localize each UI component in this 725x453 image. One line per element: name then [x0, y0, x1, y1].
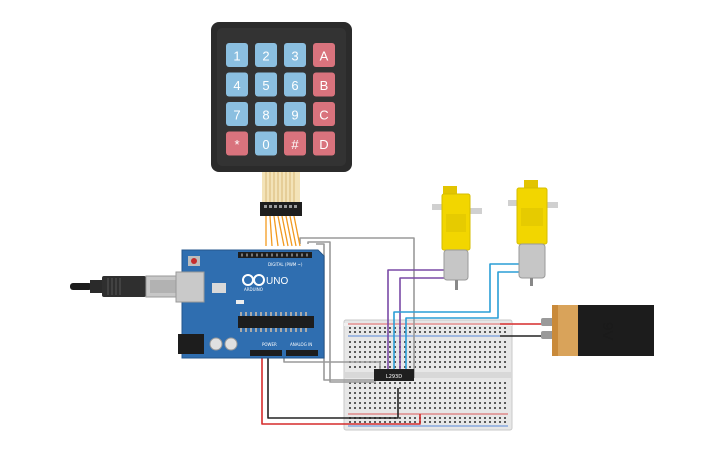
- wire-black-gnd: [267, 356, 399, 419]
- battery-label: 9V: [599, 322, 616, 340]
- atmega-chip: [238, 316, 314, 328]
- arduino-uno-board[interactable]: DIGITAL (PWM ~) UNO ARDUINO: [175, 249, 325, 359]
- uno-logo-text: UNO: [266, 276, 288, 287]
- keypad-key-label: C: [319, 108, 328, 123]
- wire-gray-4: [283, 358, 381, 370]
- keypad-key-0[interactable]: 0: [255, 131, 277, 156]
- keypad-key-6[interactable]: 6: [284, 72, 306, 97]
- keypad-key-8[interactable]: 8: [255, 102, 277, 126]
- keypad-key-label: 0: [262, 137, 269, 152]
- chip-label: L293D: [386, 374, 402, 380]
- brand-text: ARDUINO: [244, 287, 263, 292]
- keypad-key-*[interactable]: *: [226, 131, 248, 156]
- keypad-key-label: 4: [233, 78, 240, 93]
- keypad-key-label: D: [319, 137, 328, 152]
- keypad-key-label: 5: [262, 78, 269, 93]
- power-label: POWER: [262, 342, 277, 347]
- keypad-key-label: 8: [262, 108, 269, 123]
- keypad-connector: [260, 172, 302, 216]
- keypad-ribbon-wires: [265, 215, 301, 247]
- keypad-key-label: B: [320, 78, 329, 93]
- wire-red-power: [261, 356, 421, 425]
- breadboard[interactable]: [343, 319, 513, 431]
- keypad[interactable]: 1 2 3 A 4 5 6 B 7 8 9 C * 0 # D: [211, 22, 352, 216]
- keypad-key-7[interactable]: 7: [226, 102, 248, 126]
- keypad-key-label: #: [291, 137, 299, 152]
- arduino-logo-icon: [242, 274, 265, 286]
- battery-terminal-pos: [541, 318, 555, 326]
- keypad-key-A[interactable]: A: [313, 43, 335, 67]
- l293d-driver-chip[interactable]: L293D: [374, 369, 414, 381]
- usb-cable[interactable]: [70, 275, 185, 298]
- keypad-key-1[interactable]: 1: [226, 43, 248, 67]
- keypad-key-9[interactable]: 9: [284, 102, 306, 126]
- dc-motor-2[interactable]: [508, 180, 558, 286]
- keypad-key-D[interactable]: D: [313, 131, 335, 156]
- keypad-key-B[interactable]: B: [313, 72, 335, 97]
- keypad-key-2[interactable]: 2: [255, 43, 277, 67]
- battery-9v[interactable]: 9V: [541, 305, 654, 356]
- keypad-key-3[interactable]: 3: [284, 43, 306, 67]
- wire-purple-2: [399, 277, 446, 372]
- keypad-key-label: 9: [291, 108, 298, 123]
- keypad-key-label: 7: [233, 108, 240, 123]
- keypad-key-C[interactable]: C: [313, 102, 335, 126]
- keypad-key-5[interactable]: 5: [255, 72, 277, 97]
- wire-purple-1: [387, 269, 446, 372]
- dc-motor-1[interactable]: [432, 186, 482, 290]
- keypad-key-label: 6: [291, 78, 298, 93]
- keypad-key-label: 1: [233, 49, 240, 64]
- wire-blue-2: [405, 271, 522, 372]
- wire-blue-1: [393, 263, 522, 372]
- wire-gray-2: [307, 241, 376, 383]
- keypad-key-label: *: [234, 137, 239, 152]
- digital-label: DIGITAL (PWM ~): [268, 262, 303, 267]
- analog-label: ANALOG IN: [290, 342, 312, 347]
- wire-gray-1: [299, 237, 415, 378]
- keypad-key-4[interactable]: 4: [226, 72, 248, 97]
- battery-terminal-neg: [541, 331, 555, 339]
- keypad-key-label: 2: [262, 49, 269, 64]
- keypad-key-label: 3: [291, 49, 298, 64]
- keypad-key-label: A: [320, 49, 329, 64]
- reset-button[interactable]: [191, 258, 197, 264]
- keypad-key-#[interactable]: #: [284, 131, 306, 156]
